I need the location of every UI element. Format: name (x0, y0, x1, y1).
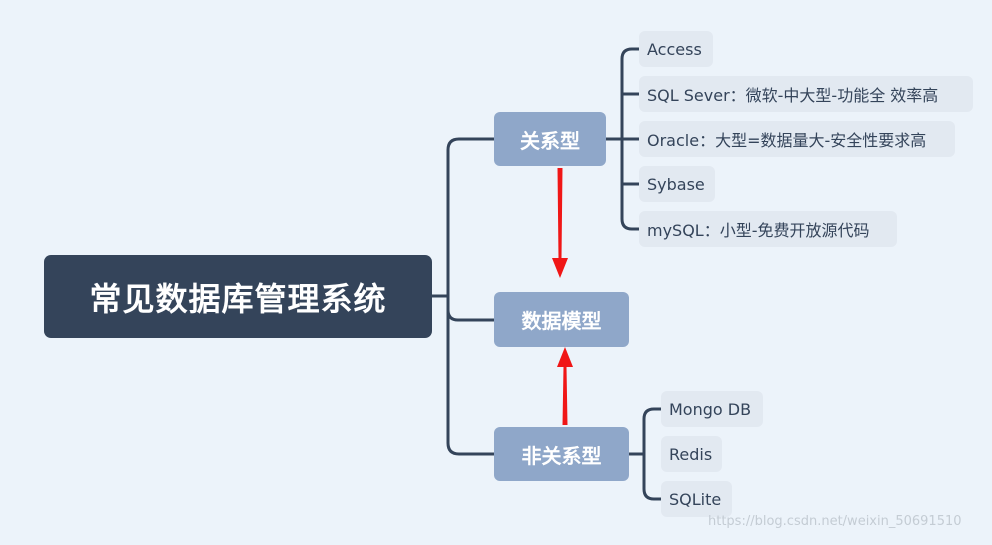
branch-data-model: 数据模型 (494, 292, 629, 347)
leaf-label: Access (647, 39, 702, 59)
leaf-access: Access (639, 31, 713, 67)
connector-root-nonrelational (446, 308, 496, 456)
leaf-sybase: Sybase (639, 166, 715, 202)
connector-root-relational (430, 137, 496, 298)
leaf-label: Sybase (647, 174, 705, 194)
root-node: 常见数据库管理系统 (44, 255, 432, 338)
branch-nonrelational-label: 非关系型 (521, 443, 602, 468)
branch-relational: 关系型 (494, 112, 606, 166)
connector-root-model (446, 294, 496, 322)
leaf-label: SQLite (669, 489, 722, 509)
leaf-label: Redis (669, 444, 713, 464)
leaf-sqlite: SQLite (661, 481, 732, 517)
leaf-mysql: mySQL：小型-免费开放源代码 (639, 211, 897, 247)
branch-data-model-label: 数据模型 (521, 309, 602, 333)
connector-nonrelational-leaves (642, 407, 663, 501)
leaf-sql-server: SQL Sever：微软-中大型-功能全 效率高 (639, 76, 973, 112)
arrow-nonrelational-to-model (557, 347, 573, 425)
leaf-label: Mongo DB (669, 399, 752, 419)
leaf-redis: Redis (661, 436, 722, 472)
leaf-label: mySQL：小型-免费开放源代码 (647, 221, 870, 240)
branch-relational-label: 关系型 (520, 128, 580, 153)
leaf-label: SQL Sever：微软-中大型-功能全 效率高 (647, 86, 939, 105)
arrow-relational-to-model (552, 168, 568, 278)
leaf-mongodb: Mongo DB (661, 391, 763, 427)
root-label: 常见数据库管理系统 (89, 279, 387, 318)
branch-nonrelational: 非关系型 (494, 427, 629, 481)
leaf-oracle: Oracle：大型=数据量大-安全性要求高 (639, 121, 955, 157)
watermark-text: https://blog.csdn.net/weixin_50691510 (708, 514, 962, 529)
leaf-label: Oracle：大型=数据量大-安全性要求高 (647, 131, 927, 150)
